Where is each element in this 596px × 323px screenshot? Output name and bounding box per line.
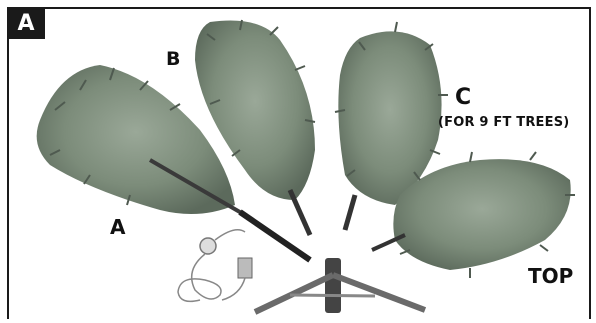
label-section-a: A (110, 215, 125, 239)
label-top-section: TOP (528, 264, 573, 288)
power-cord (178, 230, 252, 302)
label-section-b: B (166, 48, 180, 70)
foot-switch-icon (200, 238, 216, 254)
plug-icon (238, 258, 252, 278)
tree-stand (255, 258, 425, 313)
section-b-pole (290, 190, 310, 235)
label-section-c: C (455, 85, 471, 110)
section-c-pole (345, 195, 355, 230)
label-section-c-note: (FOR 9 FT TREES) (438, 115, 569, 130)
section-a-pole (240, 212, 310, 260)
